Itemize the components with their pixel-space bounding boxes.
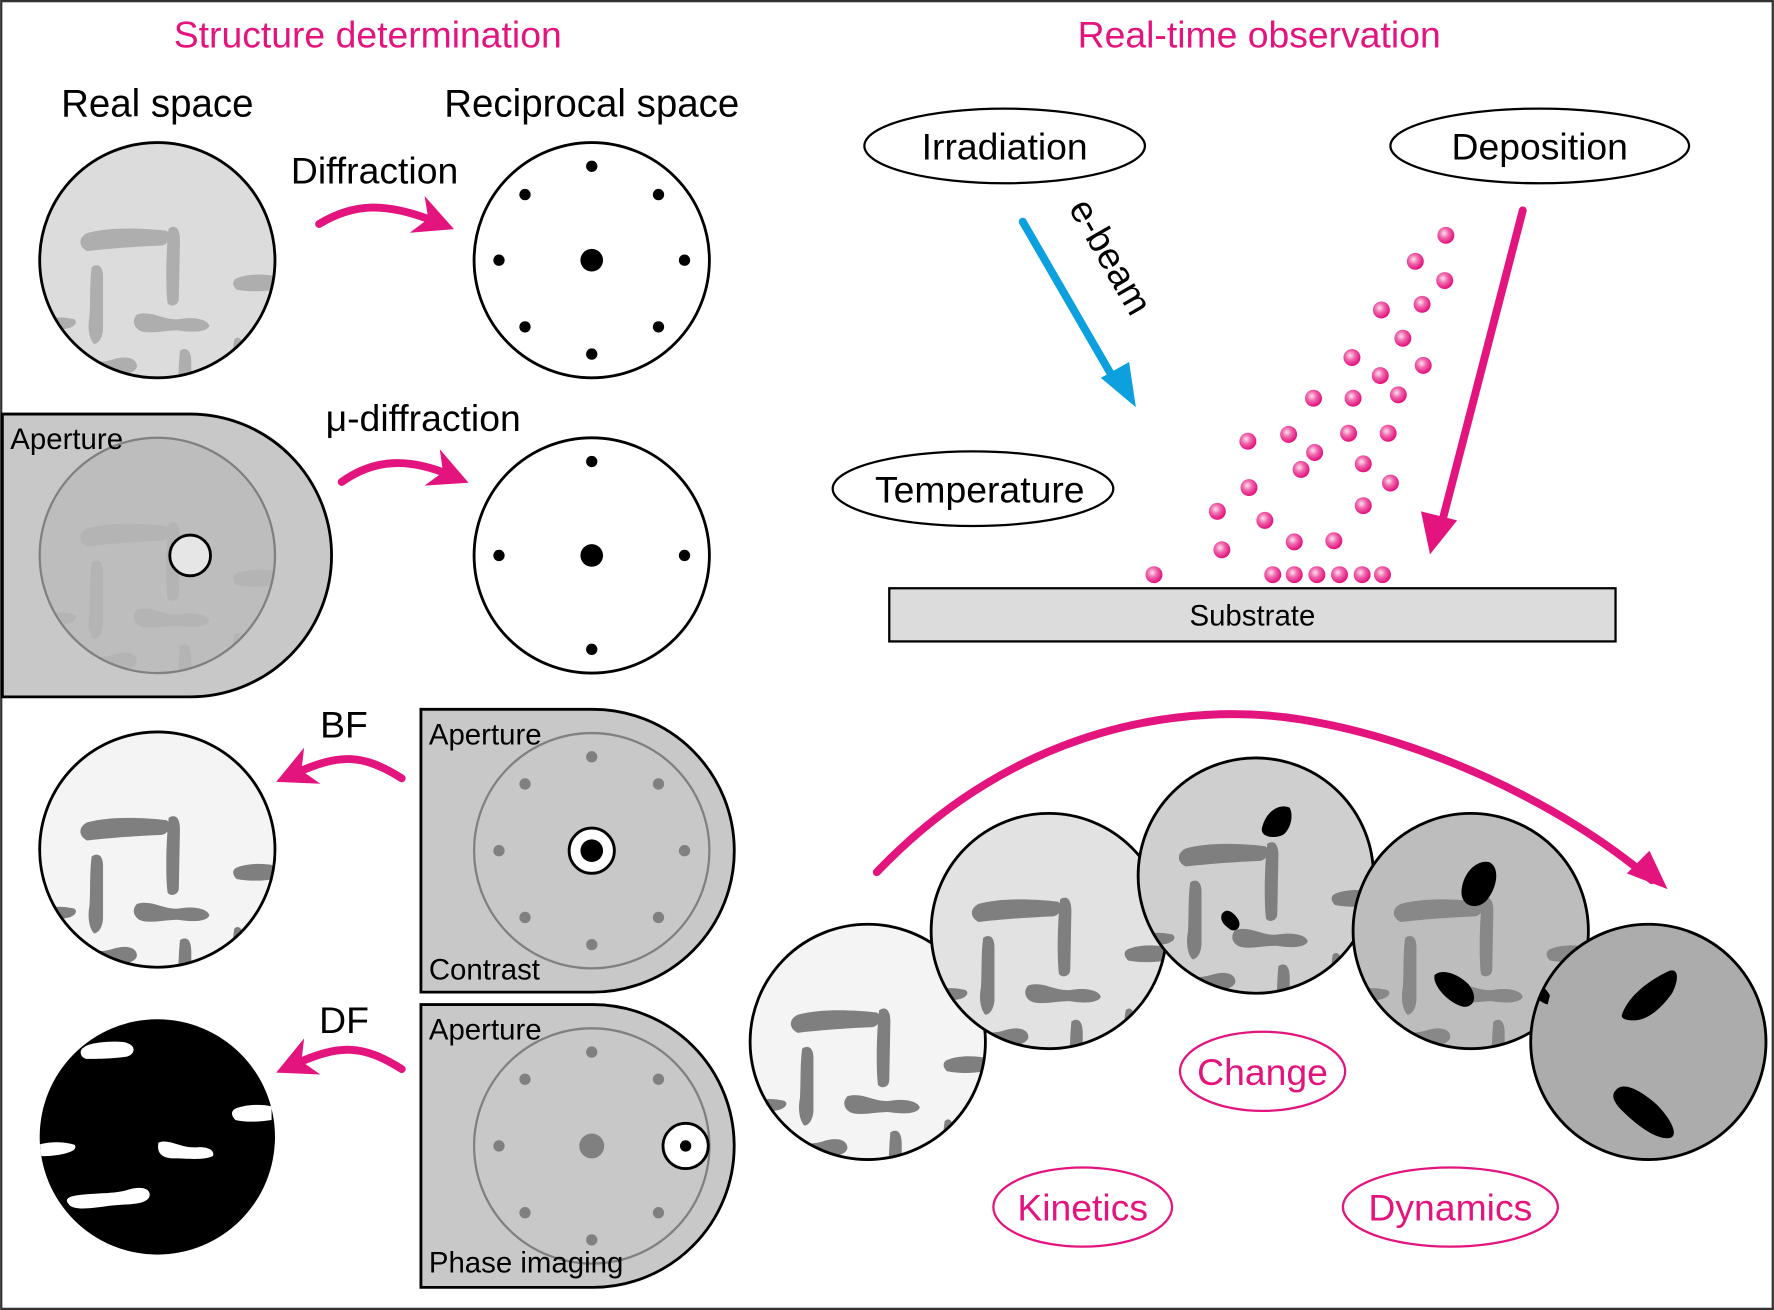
contrast-label: Contrast xyxy=(429,954,540,987)
particle xyxy=(1145,566,1163,584)
time-frame-4 xyxy=(1351,811,1590,1051)
structure-title: Structure determination xyxy=(174,14,562,56)
particle xyxy=(1413,295,1431,313)
temperature-bubble: Temperature xyxy=(831,450,1115,528)
particle xyxy=(1389,386,1407,404)
df-arrow xyxy=(276,1038,406,1075)
particle xyxy=(1292,460,1310,478)
df-objective-aperture xyxy=(419,1003,736,1289)
particle xyxy=(1280,425,1298,443)
particle xyxy=(1437,226,1455,244)
particle xyxy=(1371,367,1389,385)
particle xyxy=(1343,348,1361,366)
aperture-label-3: Aperture xyxy=(429,1014,542,1047)
central-spot xyxy=(580,248,604,272)
selected-area-aperture xyxy=(0,412,333,699)
particle xyxy=(1285,566,1303,584)
bright-field-image xyxy=(38,730,277,969)
particle xyxy=(1264,566,1282,584)
micro-diffraction-pattern xyxy=(472,436,711,675)
particle xyxy=(1325,532,1343,550)
aperture-label-1: Aperture xyxy=(10,423,123,456)
substrate: Substrate xyxy=(888,587,1617,643)
bf-label: BF xyxy=(320,704,368,746)
particle xyxy=(1379,424,1397,442)
phase-imaging-label: Phase imaging xyxy=(429,1247,624,1280)
bf-arrow xyxy=(276,747,406,784)
particle xyxy=(1436,272,1454,290)
particle xyxy=(1306,444,1324,461)
particle xyxy=(1353,566,1371,584)
micro-diffraction-label: μ-diffraction xyxy=(326,397,521,439)
micro-diffraction-arrow xyxy=(337,449,469,486)
particle xyxy=(1305,389,1322,407)
deposition-arrow-head xyxy=(1420,511,1458,555)
aperture-hole xyxy=(168,533,212,578)
particle xyxy=(1308,566,1326,584)
kinetics-bubble: Kinetics xyxy=(992,1166,1174,1248)
change-label: Change xyxy=(1197,1051,1328,1093)
diffraction-pattern xyxy=(472,141,711,380)
irradiation-label: Irradiation xyxy=(922,126,1088,168)
realtime-title: Real-time observation xyxy=(1078,14,1441,56)
dark-field-image xyxy=(39,1019,275,1255)
particle xyxy=(1406,252,1424,270)
deposition-label: Deposition xyxy=(1452,126,1628,168)
change-bubble: Change xyxy=(1178,1030,1347,1113)
temperature-label: Temperature xyxy=(875,468,1085,510)
particle xyxy=(1374,566,1391,584)
particle xyxy=(1239,432,1257,450)
particle xyxy=(1372,301,1390,319)
substrate-label: Substrate xyxy=(1189,600,1315,633)
particle xyxy=(1344,389,1362,407)
diffraction-label: Diffraction xyxy=(291,149,458,191)
ebeam-arrow xyxy=(1018,217,1119,385)
deposited-particles xyxy=(1145,226,1455,584)
bf-objective-aperture xyxy=(419,707,736,994)
dynamics-label: Dynamics xyxy=(1368,1187,1532,1229)
real-space-header: Real space xyxy=(61,83,253,126)
particle xyxy=(1331,566,1348,584)
reciprocal-space-header: Reciprocal space xyxy=(444,83,739,126)
particle xyxy=(1354,497,1372,515)
time-frame-1 xyxy=(748,922,987,1161)
dynamics-bubble: Dynamics xyxy=(1341,1166,1559,1248)
deposition-arrow xyxy=(1438,206,1527,525)
particle xyxy=(1208,502,1226,520)
ebeam-arrow-head xyxy=(1100,362,1136,408)
particle xyxy=(1240,479,1258,497)
particle xyxy=(1213,541,1231,559)
deposition-bubble: Deposition xyxy=(1389,107,1691,185)
irradiation-bubble: Irradiation xyxy=(863,107,1147,185)
time-frame-5 xyxy=(1529,922,1768,1161)
particle xyxy=(1354,455,1372,473)
particle xyxy=(1340,424,1358,442)
time-evolution-arrow-head xyxy=(1626,850,1668,890)
kinetics-label: Kinetics xyxy=(1017,1187,1148,1229)
real-space-sample xyxy=(38,141,277,380)
aperture-label-2: Aperture xyxy=(429,718,542,751)
time-evolution-arrow xyxy=(872,710,1656,885)
particle xyxy=(1285,533,1303,551)
particle xyxy=(1394,329,1412,347)
df-label: DF xyxy=(319,999,369,1041)
particle xyxy=(1256,511,1274,529)
particle xyxy=(1381,474,1399,492)
particle xyxy=(1414,356,1432,374)
diffraction-arrow xyxy=(315,195,455,233)
